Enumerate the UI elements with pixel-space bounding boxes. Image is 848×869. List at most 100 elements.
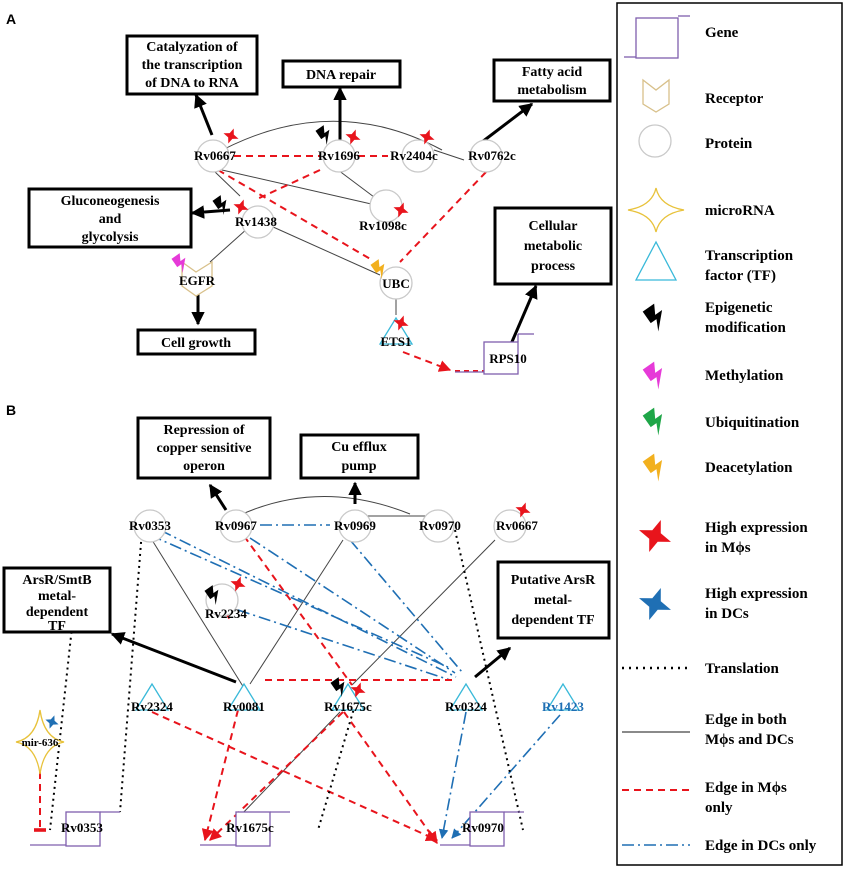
legend-deacetylation: Deacetylation [642, 453, 793, 482]
high-expression-dc-icon [639, 588, 671, 620]
svg-text:ETS1: ETS1 [380, 334, 411, 349]
function-arrow [481, 102, 534, 144]
svg-text:Edge in DCs only: Edge in DCs only [705, 838, 817, 854]
svg-text:Gene: Gene [705, 25, 739, 41]
edge-mphi-only [209, 711, 344, 841]
box-fatty-acid: Fatty acid metabolism [492, 58, 612, 103]
legend-gene: Gene [624, 15, 739, 59]
methylation-icon [171, 253, 186, 274]
legend-high-expression-dc: High expression in DCs [639, 586, 808, 622]
svg-text:dependent TF: dependent TF [511, 613, 594, 628]
svg-text:Rv2234: Rv2234 [205, 606, 247, 621]
function-arrow [474, 646, 512, 679]
legend-protein: Protein [638, 124, 753, 158]
svg-text:Rv0970: Rv0970 [462, 820, 504, 835]
edge-both [151, 539, 245, 689]
svg-text:Cell growth: Cell growth [161, 336, 231, 351]
svg-text:Rv1675c: Rv1675c [324, 699, 372, 714]
svg-text:Deacetylation: Deacetylation [705, 460, 793, 476]
edge-both [209, 227, 249, 263]
edge-both [221, 169, 381, 207]
svg-text:operon: operon [183, 459, 225, 474]
legend-high-expression-mphi: High expression in Mϕs [639, 520, 808, 556]
svg-text:glycolysis: glycolysis [82, 230, 139, 245]
edge-both [212, 169, 241, 197]
tf-node-rv1675c: Rv1675c [324, 682, 372, 714]
svg-text:copper sensitive: copper sensitive [156, 441, 251, 456]
high-expression-mphi-icon [223, 128, 239, 144]
edge-both [212, 120, 443, 156]
tf-node-rv2324: Rv2324 [131, 682, 173, 714]
high-expression-mphi-icon [393, 315, 409, 331]
edge-mphi-only [201, 709, 239, 842]
svg-text:the transcription: the transcription [142, 58, 243, 73]
protein-node-rv2404c: Rv2404c [390, 139, 438, 173]
edge-mphi-only [343, 711, 438, 844]
protein-node-rv0667: Rv0667 [493, 509, 538, 543]
epigenetic-modification-icon [204, 585, 219, 606]
svg-text:Rv1675c: Rv1675c [226, 820, 274, 835]
svg-text:Rv0967: Rv0967 [215, 518, 257, 533]
box-arsr-smtb: ArsR/SmtB metal- dependent TF [2, 566, 112, 634]
tf-node-rv1423: Rv1423 [542, 682, 584, 714]
svg-text:Putative ArsR: Putative ArsR [511, 573, 596, 588]
gene-node-rv1675c: Rv1675c [200, 811, 290, 847]
svg-text:Transcription: Transcription [705, 248, 794, 264]
panel-b: Repression of copper sensitive operon Cu… [2, 416, 611, 847]
svg-text:Rv1696: Rv1696 [318, 148, 360, 163]
protein-node-rv1098c: Rv1098c [359, 189, 407, 233]
svg-text:Rv1098c: Rv1098c [359, 218, 407, 233]
svg-text:Rv2404c: Rv2404c [390, 148, 438, 163]
svg-text:only: only [705, 800, 733, 816]
svg-text:Rv0762c: Rv0762c [468, 148, 516, 163]
svg-text:Cellular: Cellular [529, 219, 578, 234]
box-putative-arsr: Putative ArsR metal- dependent TF [496, 560, 611, 640]
protein-node-ubc: UBC [379, 266, 413, 300]
legend-transcription-factor: Transcription factor (TF) [634, 240, 794, 284]
function-arrow [110, 632, 237, 684]
svg-text:Rv0969: Rv0969 [334, 518, 376, 533]
high-expression-mphi-icon [233, 199, 249, 215]
box-gluconeogenesis: Gluconeogenesis and glycolysis [27, 187, 193, 249]
high-expression-mphi-icon [515, 502, 531, 518]
tf-node-ets1: ETS1 [378, 316, 414, 349]
svg-text:Rv1438: Rv1438 [235, 214, 277, 229]
svg-text:metal-: metal- [38, 589, 76, 604]
svg-text:UBC: UBC [382, 276, 409, 291]
edge-both [237, 496, 411, 517]
svg-text:process: process [531, 259, 576, 274]
high-expression-mphi-icon [419, 129, 435, 145]
microrna-node-mir-636: mir-636 [15, 709, 65, 775]
translation-edge [49, 589, 77, 831]
legend-microrna: microRNA [627, 187, 775, 233]
edge-both [249, 539, 344, 685]
svg-text:High expression: High expression [705, 586, 808, 602]
svg-text:ArsR/SmtB: ArsR/SmtB [22, 573, 91, 588]
panel-label-b: B [6, 402, 16, 418]
high-expression-dc-icon [45, 715, 59, 729]
tf-node-rv0081: Rv0081 [223, 682, 265, 714]
svg-text:Rv2324: Rv2324 [131, 699, 173, 714]
epigenetic-modification-icon [330, 677, 345, 698]
protein-node-rv0353: Rv0353 [129, 509, 171, 543]
svg-text:EGFR: EGFR [179, 273, 216, 288]
translation-edge [119, 529, 143, 813]
high-expression-mphi-icon [345, 129, 361, 145]
tf-node-rv0324: Rv0324 [445, 682, 487, 714]
svg-text:RPS10: RPS10 [489, 351, 527, 366]
svg-text:of DNA to RNA: of DNA to RNA [145, 76, 240, 91]
svg-text:metabolism: metabolism [517, 83, 587, 98]
protein-node-rv0969: Rv0969 [334, 509, 376, 543]
svg-text:Methylation: Methylation [705, 368, 784, 384]
function-arrow [208, 483, 228, 511]
svg-text:Gluconeogenesis: Gluconeogenesis [61, 194, 160, 209]
high-expression-mphi-icon [350, 682, 366, 698]
svg-text:Catalyzation of: Catalyzation of [146, 40, 238, 55]
epigenetic-modification-icon [642, 303, 663, 332]
translation-edge [317, 704, 356, 831]
deacetylation-icon [642, 453, 663, 482]
svg-text:mir-636: mir-636 [22, 737, 59, 749]
svg-text:in Mϕs: in Mϕs [705, 540, 751, 556]
svg-text:Rv0081: Rv0081 [223, 699, 265, 714]
